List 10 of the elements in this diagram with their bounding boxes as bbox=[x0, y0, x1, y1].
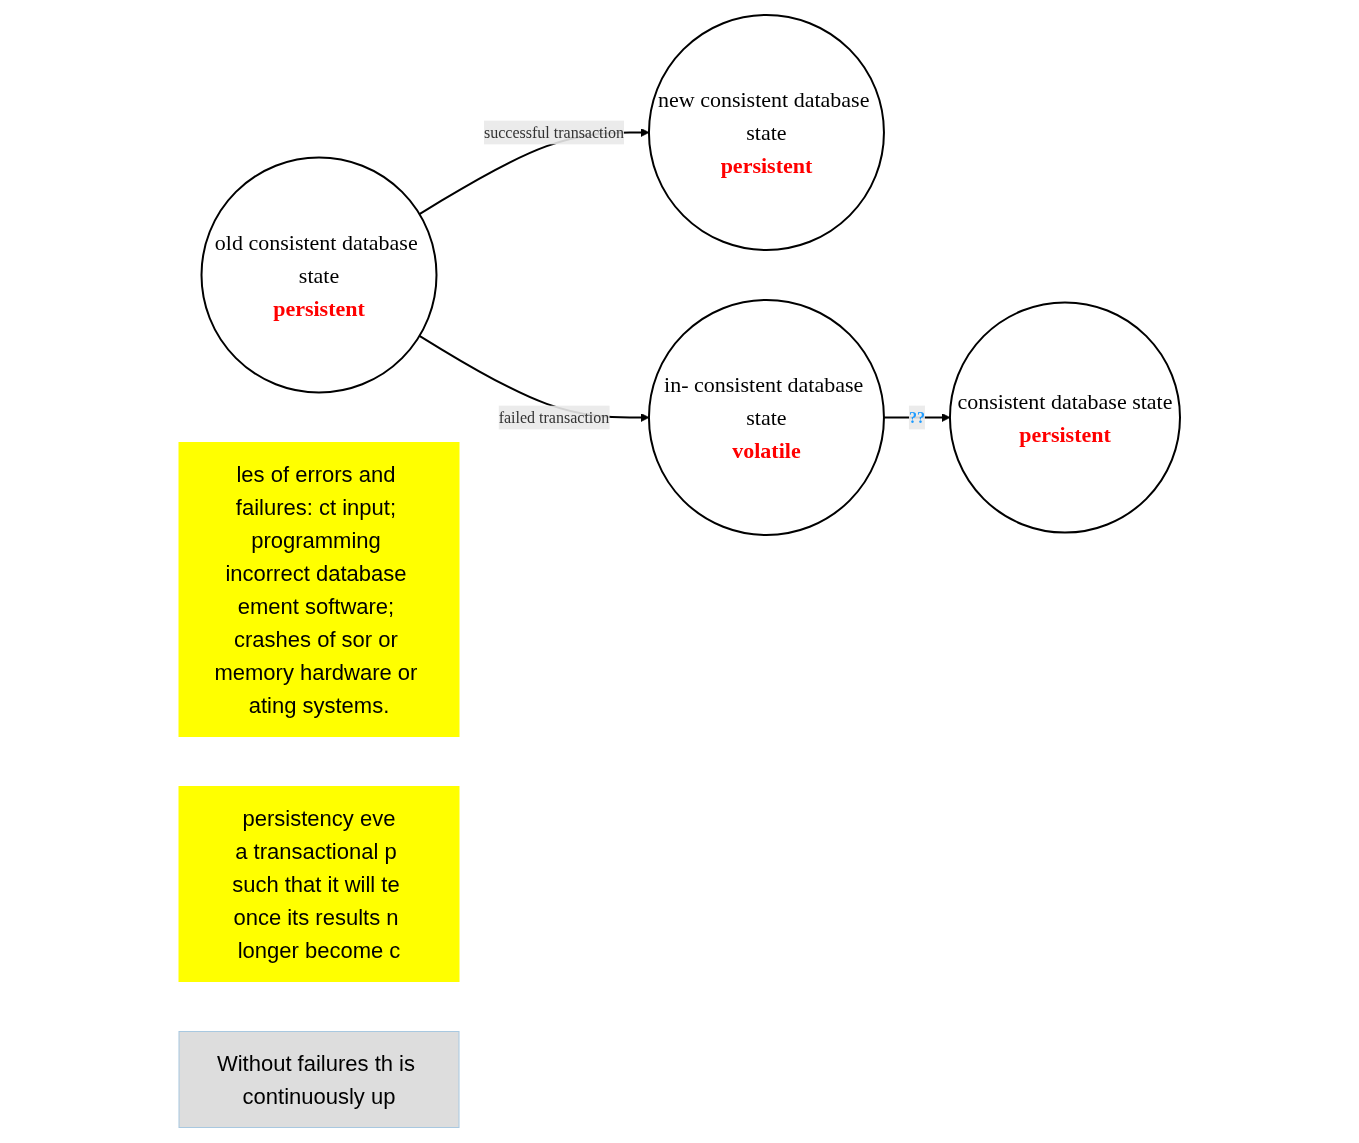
node-box: persistency eve a transactional p such that it will te once its results n longer become c bbox=[178, 786, 460, 983]
node-circle: new consistent database state persistent bbox=[647, 14, 885, 252]
edge-label: ?? bbox=[908, 408, 925, 426]
node-circle: old consistent database state persistent bbox=[200, 156, 438, 394]
node-circle: consistent database state persistent bbox=[948, 301, 1181, 534]
edge-label: successful transaction bbox=[484, 123, 624, 141]
node-box: Without failures th is continuously up bbox=[178, 1031, 460, 1129]
edge-label: failed transaction bbox=[498, 408, 610, 426]
node-box: les of errors and failures: ct input; programming incorrect database ement software; crashes of sor or memory hardware or ating systems. bbox=[178, 442, 460, 738]
node-circle: in- consistent database state volatile bbox=[647, 299, 885, 537]
